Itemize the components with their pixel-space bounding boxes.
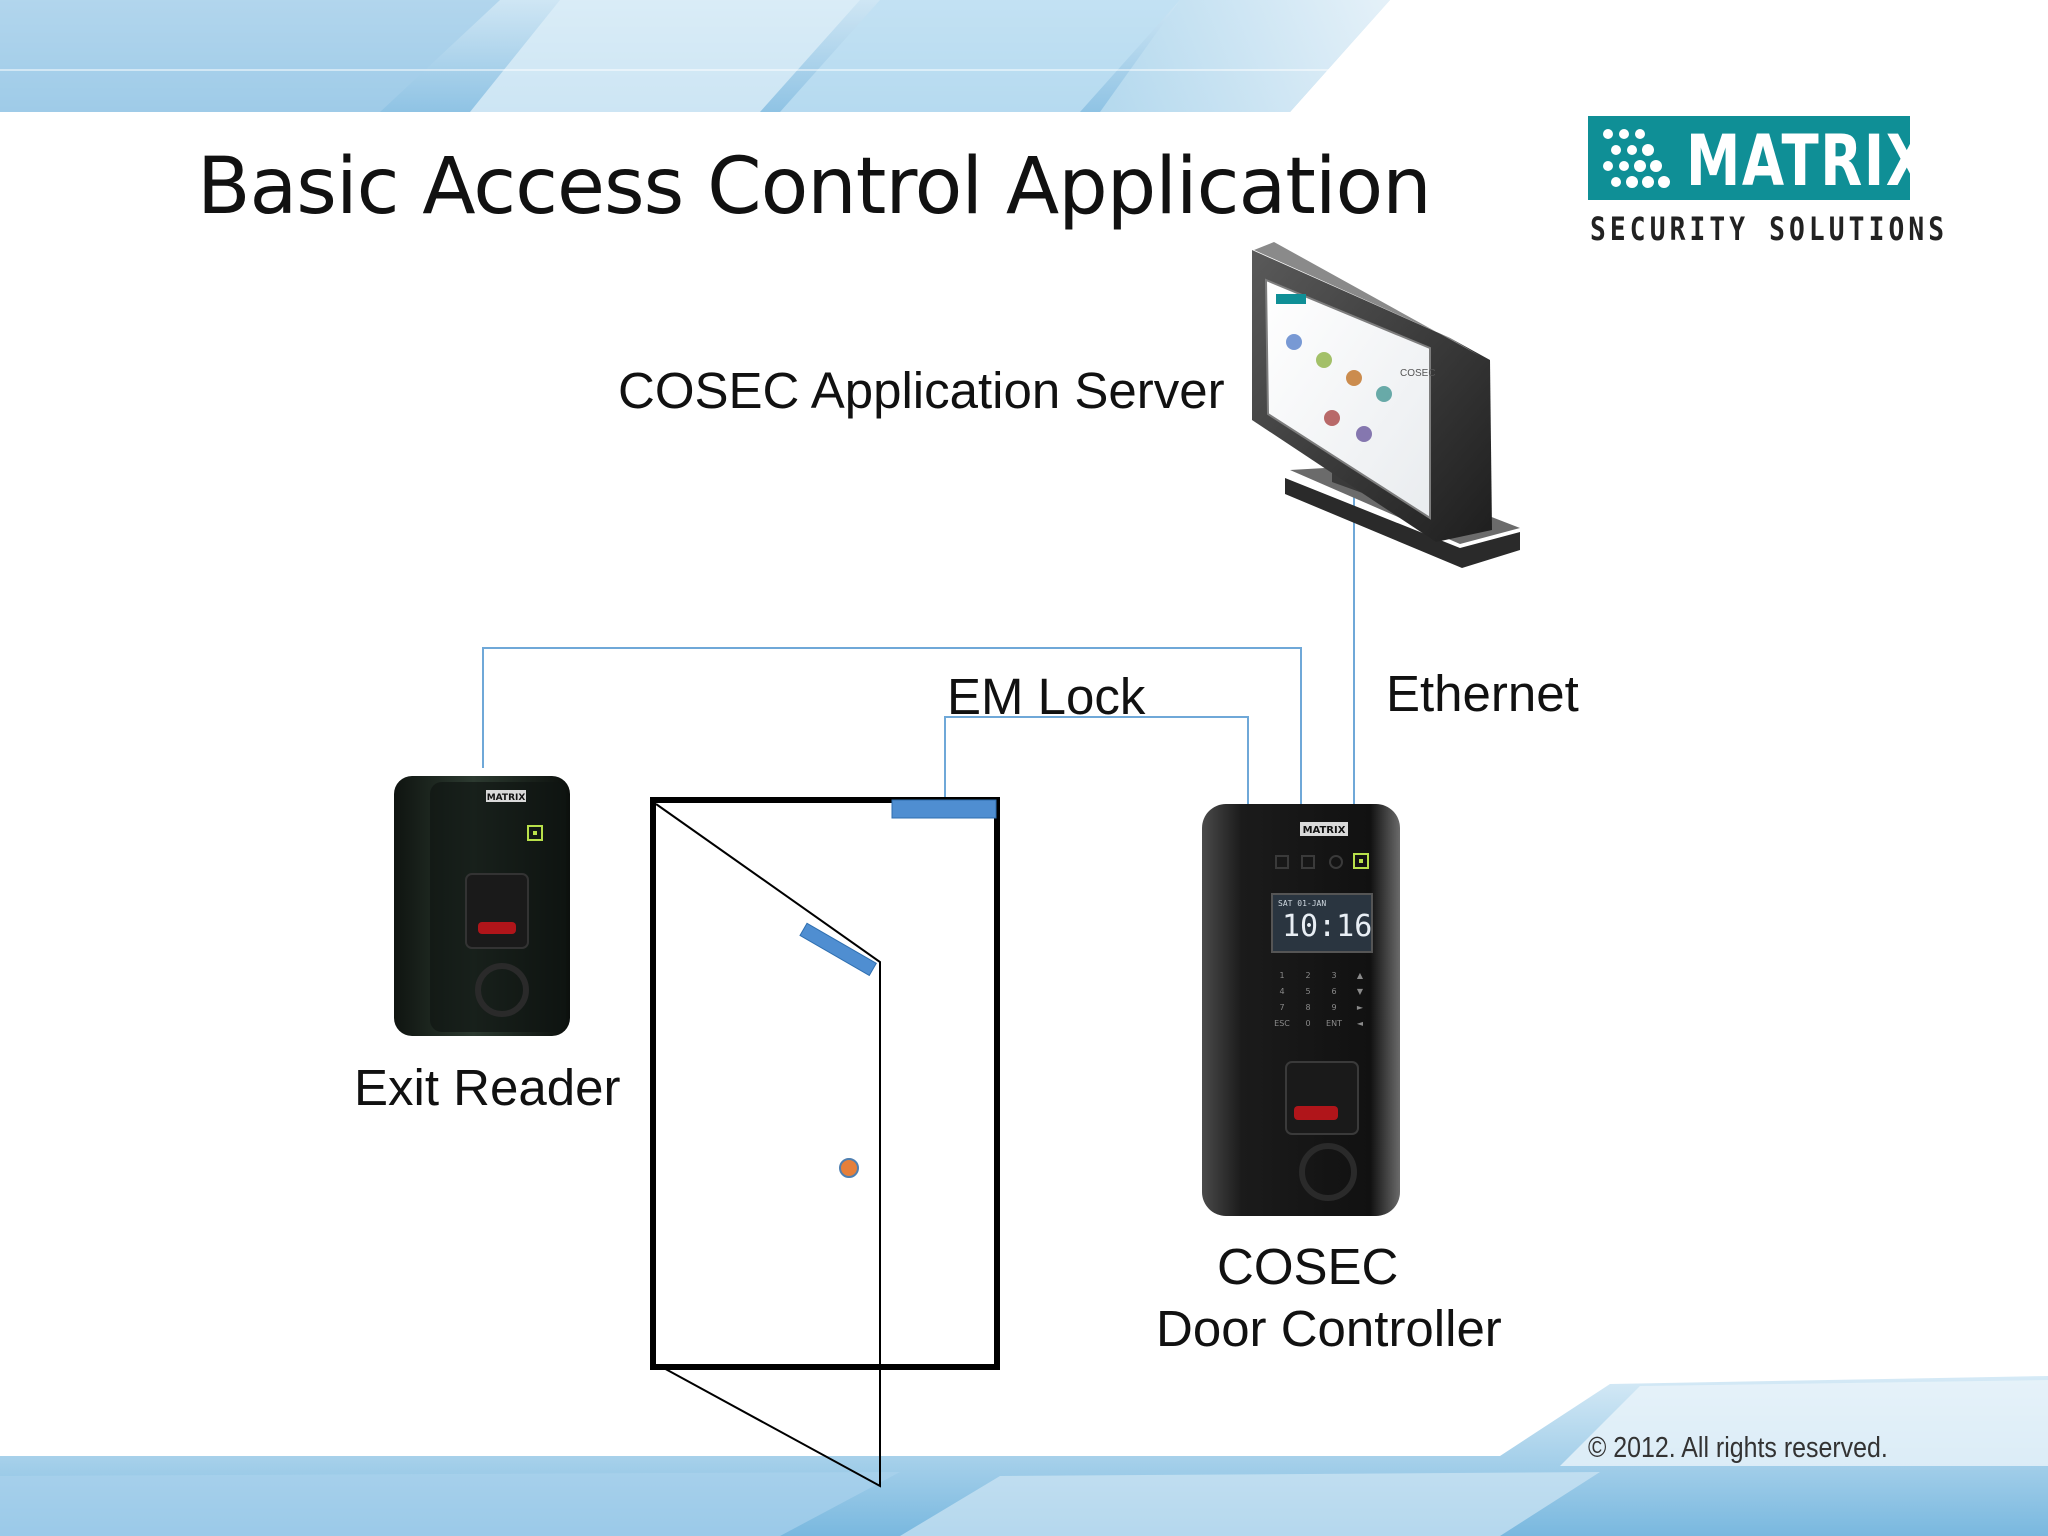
keypad: 1 2 3 ▲ 4 5 6 ▼ 7 8 9 ► ESC 0 ENT ◄ xyxy=(1274,971,1364,1028)
lcd-display xyxy=(1271,893,1373,953)
keypad-key: 3 xyxy=(1331,971,1336,980)
keypad-key: 7 xyxy=(1279,1003,1284,1012)
logo-tagline: SECURITY SOLUTIONS xyxy=(1590,210,1949,248)
bell-icon xyxy=(1329,855,1343,869)
door-handle xyxy=(839,1158,859,1178)
logo-name: MATRIX xyxy=(1686,120,1930,202)
status-led-icon xyxy=(1353,853,1369,869)
em-lock-wire xyxy=(944,716,1249,804)
keypad-key: 2 xyxy=(1305,971,1310,980)
keypad-key: 9 xyxy=(1331,1003,1336,1012)
keypad-key: ▼ xyxy=(1357,987,1364,996)
keypad-key: 1 xyxy=(1279,971,1284,980)
door-diagram xyxy=(650,797,1000,1488)
lcd-date: SAT 01-JAN xyxy=(1278,899,1326,908)
em-lock-label: EM Lock xyxy=(947,668,1146,725)
server-label: COSEC Application Server xyxy=(618,362,1225,419)
server-monitor: COSEC xyxy=(1252,242,1520,568)
keypad-key: ESC xyxy=(1274,1019,1290,1028)
exit-reader-brand: MATRIX xyxy=(487,793,526,803)
keypad-key: 5 xyxy=(1305,987,1310,996)
card-reader-icon xyxy=(1299,1143,1357,1201)
dots-logo-icon xyxy=(1603,129,1670,188)
monitor-screen-text: COSEC xyxy=(1400,368,1436,379)
door-controller-device: MATRIX SAT 01-JAN 10:16 1 2 3 ▲ 4 5 6 ▼ 7 8 9 ► ESC 0… xyxy=(1202,804,1400,1216)
slide-title: Basic Access Control Application xyxy=(197,142,1432,232)
keypad-key: 6 xyxy=(1331,987,1336,996)
armature-plate xyxy=(799,922,877,977)
bottom-banner xyxy=(0,1376,2048,1536)
keypad-key: 4 xyxy=(1279,987,1284,996)
matrix-logo: MATRIX SECURITY SOLUTIONS xyxy=(1588,116,1944,248)
keypad-key: ENT xyxy=(1326,1019,1342,1028)
home-icon xyxy=(1275,855,1289,869)
fingerprint-sensor-icon xyxy=(1285,1061,1359,1135)
keypad-key: ► xyxy=(1357,1003,1364,1012)
controller-brand: MATRIX xyxy=(1303,825,1346,836)
keypad-key: 8 xyxy=(1305,1003,1310,1012)
copyright-text: © 2012. All rights reserved. xyxy=(1588,1432,1888,1464)
fingerprint-sensor-icon xyxy=(465,873,529,949)
screen-icons xyxy=(1286,334,1392,442)
lcd-time: 10:16 xyxy=(1282,909,1372,944)
keypad-key: ▲ xyxy=(1357,971,1364,980)
door-controller-label-line1: COSEC xyxy=(1217,1238,1399,1295)
keypad-key: ◄ xyxy=(1357,1019,1364,1028)
exit-reader-wire xyxy=(482,647,1302,804)
door-frame xyxy=(650,797,1000,1370)
exit-reader-device: MATRIX xyxy=(394,776,570,1036)
open-door-leaf xyxy=(655,803,881,1488)
ethernet-label: Ethernet xyxy=(1386,665,1579,722)
door-controller-label-line2: Door Controller xyxy=(1156,1300,1502,1357)
top-banner xyxy=(0,0,1390,112)
menu-icon xyxy=(1301,855,1315,869)
exit-reader-label: Exit Reader xyxy=(354,1059,621,1116)
status-led-icon xyxy=(527,825,543,841)
keypad-key: 0 xyxy=(1305,1019,1310,1028)
em-lock-bar xyxy=(891,799,997,819)
card-reader-icon xyxy=(475,963,529,1017)
